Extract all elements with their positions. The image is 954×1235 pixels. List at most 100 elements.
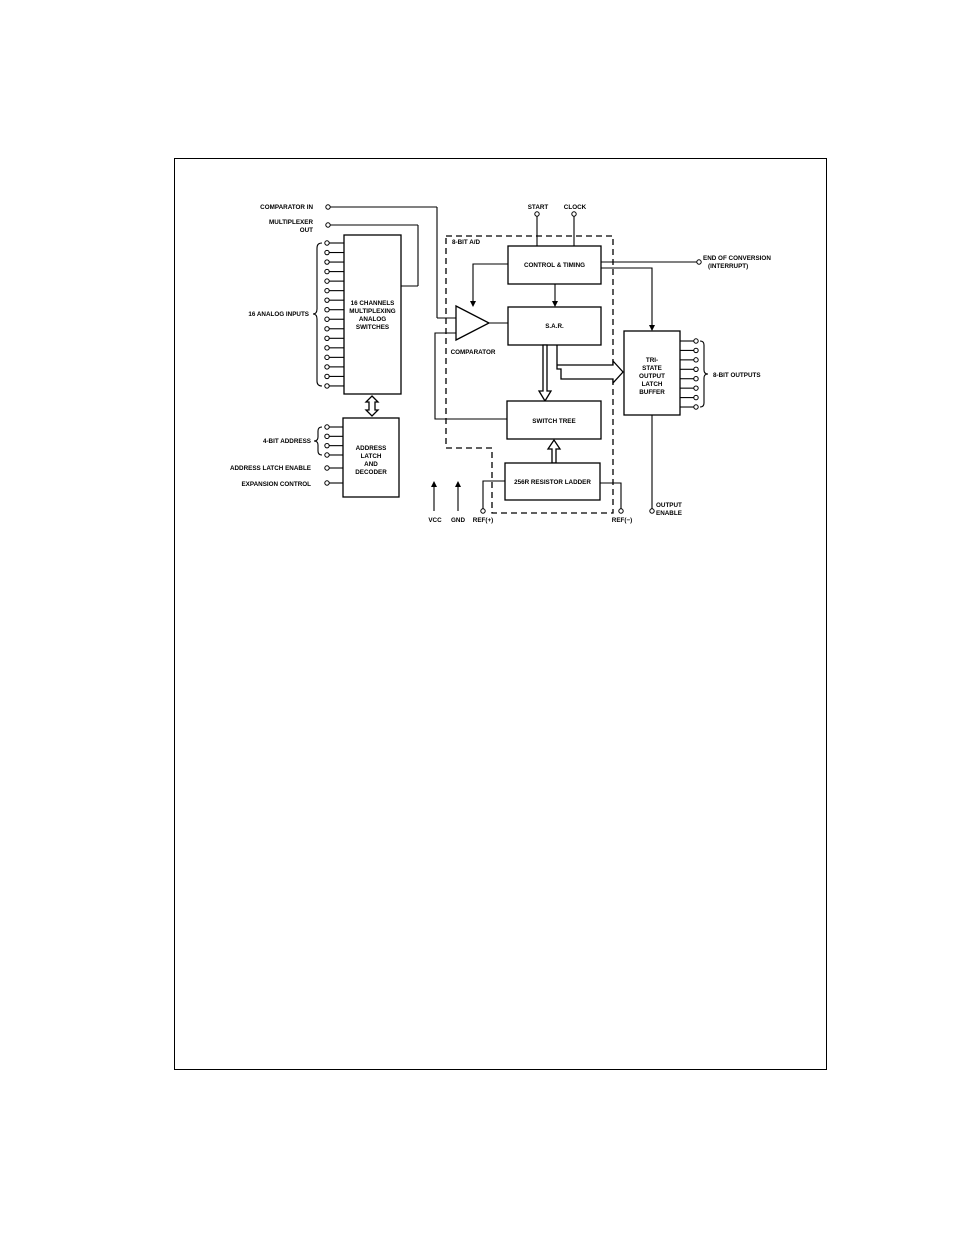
digital-output-pin bbox=[693, 404, 699, 410]
control-timing-block bbox=[507, 245, 602, 285]
multiplexer-label: MULTIPLEXER bbox=[269, 219, 313, 226]
gnd-label: GND bbox=[451, 517, 465, 524]
adc-region-label: 8-BIT A/D bbox=[452, 239, 481, 246]
address-block-line-1: ADDRESS bbox=[356, 445, 387, 452]
comparator-in-line bbox=[325, 204, 456, 319]
multiplexer-block bbox=[343, 234, 402, 395]
analog-input-pin bbox=[324, 345, 330, 351]
analog-input-pin bbox=[324, 364, 330, 370]
sar-to-switch-tree-bus-arrow bbox=[537, 344, 553, 403]
multiplexer-out-line bbox=[325, 222, 419, 287]
page-frame bbox=[174, 158, 827, 1070]
address-block-line-2: LATCH bbox=[361, 453, 382, 460]
address-input-pin bbox=[324, 424, 330, 430]
analog-input-pin bbox=[324, 326, 330, 332]
interrupt-label: (INTERRUPT) bbox=[708, 263, 748, 270]
analog-input-pin bbox=[324, 316, 330, 322]
ref-plus-line bbox=[480, 480, 505, 514]
sar-label: S.A.R. bbox=[545, 323, 564, 330]
analog-input-pin bbox=[324, 383, 330, 389]
mux-block-line-4: SWITCHES bbox=[356, 324, 389, 331]
expansion-control-label: EXPANSION CONTROL bbox=[241, 481, 311, 488]
address-brace bbox=[313, 426, 323, 456]
start-line bbox=[534, 211, 540, 246]
expansion-control-line bbox=[324, 480, 343, 486]
address-input-pin bbox=[324, 452, 330, 458]
output-enable-label-2: ENABLE bbox=[656, 510, 682, 517]
mux-block-line-3: ANALOG bbox=[359, 316, 386, 323]
ref-minus-line bbox=[600, 482, 624, 514]
analog-input-pin bbox=[324, 268, 330, 275]
digital-output-pin bbox=[693, 394, 699, 401]
digital-output-pin bbox=[693, 338, 699, 344]
analog-input-pin bbox=[324, 278, 330, 284]
address-input-pin bbox=[324, 442, 330, 449]
analog-input-pins bbox=[324, 240, 344, 389]
end-of-conversion-label: END OF CONVERSION bbox=[703, 255, 771, 262]
address-decoder-block bbox=[342, 417, 400, 498]
analog-input-pin bbox=[324, 240, 330, 246]
analog-input-pin bbox=[324, 297, 330, 303]
output-enable-label-1: OUTPUT bbox=[656, 502, 682, 509]
comparator-triangle bbox=[455, 304, 491, 342]
mux-block-line-2: MULTIPLEXING bbox=[349, 308, 396, 315]
clock-label: CLOCK bbox=[564, 204, 587, 211]
analog-input-pin bbox=[324, 307, 330, 313]
comparator-label: COMPARATOR bbox=[451, 349, 496, 356]
analog-input-pin bbox=[324, 249, 330, 256]
analog-input-pin bbox=[324, 373, 330, 380]
analog-input-pin bbox=[324, 287, 330, 294]
ale-line bbox=[324, 465, 343, 471]
output-block-line-4: LATCH bbox=[642, 381, 663, 388]
digital-output-pin bbox=[693, 357, 699, 363]
address-input-pins bbox=[324, 424, 343, 458]
output-block-line-2: STATE bbox=[642, 365, 662, 372]
outputs-brace bbox=[699, 340, 709, 408]
switch-tree-to-comparator-line bbox=[434, 332, 508, 420]
analog-inputs-brace bbox=[312, 242, 323, 387]
analog-input-pin bbox=[324, 335, 330, 341]
resistor-ladder-block bbox=[504, 462, 601, 501]
sar-block bbox=[507, 306, 602, 346]
resistor-ladder-label: 256R RESISTOR LADDER bbox=[514, 479, 591, 486]
output-latch-block bbox=[623, 330, 681, 416]
address-block-line-3: AND bbox=[364, 461, 378, 468]
end-of-conversion-line bbox=[601, 259, 702, 265]
output-enable-line bbox=[649, 415, 655, 514]
mux-decoder-bidirectional-arrow bbox=[364, 395, 380, 417]
control-to-comparator-line bbox=[470, 263, 508, 307]
digital-output-pin bbox=[693, 366, 699, 372]
ref-minus-label: REF(−) bbox=[612, 517, 632, 524]
address-input-pin bbox=[324, 433, 330, 440]
vcc-label: VCC bbox=[428, 517, 442, 524]
analog-input-pin bbox=[324, 354, 330, 361]
output-block-line-1: TRI- bbox=[646, 357, 658, 364]
mux-block-line-1: 16 CHANNELS bbox=[351, 300, 395, 307]
output-block-line-3: OUTPUT bbox=[639, 373, 665, 380]
digital-output-pin bbox=[693, 376, 699, 382]
multiplexer-out-label: OUT bbox=[300, 227, 313, 234]
multiplexer-out-pin bbox=[325, 222, 331, 228]
address-latch-enable-label: ADDRESS LATCH ENABLE bbox=[230, 465, 311, 472]
digital-output-pin bbox=[693, 347, 699, 354]
output-block-line-5: BUFFER bbox=[639, 389, 665, 396]
start-label: START bbox=[528, 204, 549, 211]
control-to-output-latch-line bbox=[601, 267, 655, 331]
digital-output-pins bbox=[680, 338, 699, 410]
switch-tree-label: SWITCH TREE bbox=[532, 418, 575, 425]
adc-dashed-boundary bbox=[445, 235, 614, 514]
address-bits-label: 4-BIT ADDRESS bbox=[263, 438, 311, 445]
ref-plus-label: REF(+) bbox=[473, 517, 493, 524]
analog-inputs-label: 16 ANALOG INPUTS bbox=[248, 311, 309, 318]
ladder-to-switch-tree-bus-arrow bbox=[546, 438, 562, 464]
comparator-in-pin bbox=[325, 204, 331, 210]
control-timing-label: CONTROL & TIMING bbox=[524, 262, 585, 269]
address-block-line-4: DECODER bbox=[355, 469, 387, 476]
comparator-in-label: COMPARATOR IN bbox=[260, 204, 313, 211]
digital-output-pin bbox=[693, 385, 699, 391]
analog-input-pin bbox=[324, 259, 330, 265]
outputs-label: 8-BIT OUTPUTS bbox=[713, 372, 761, 379]
sar-to-output-bus-arrow bbox=[556, 345, 624, 385]
clock-line bbox=[571, 211, 577, 246]
